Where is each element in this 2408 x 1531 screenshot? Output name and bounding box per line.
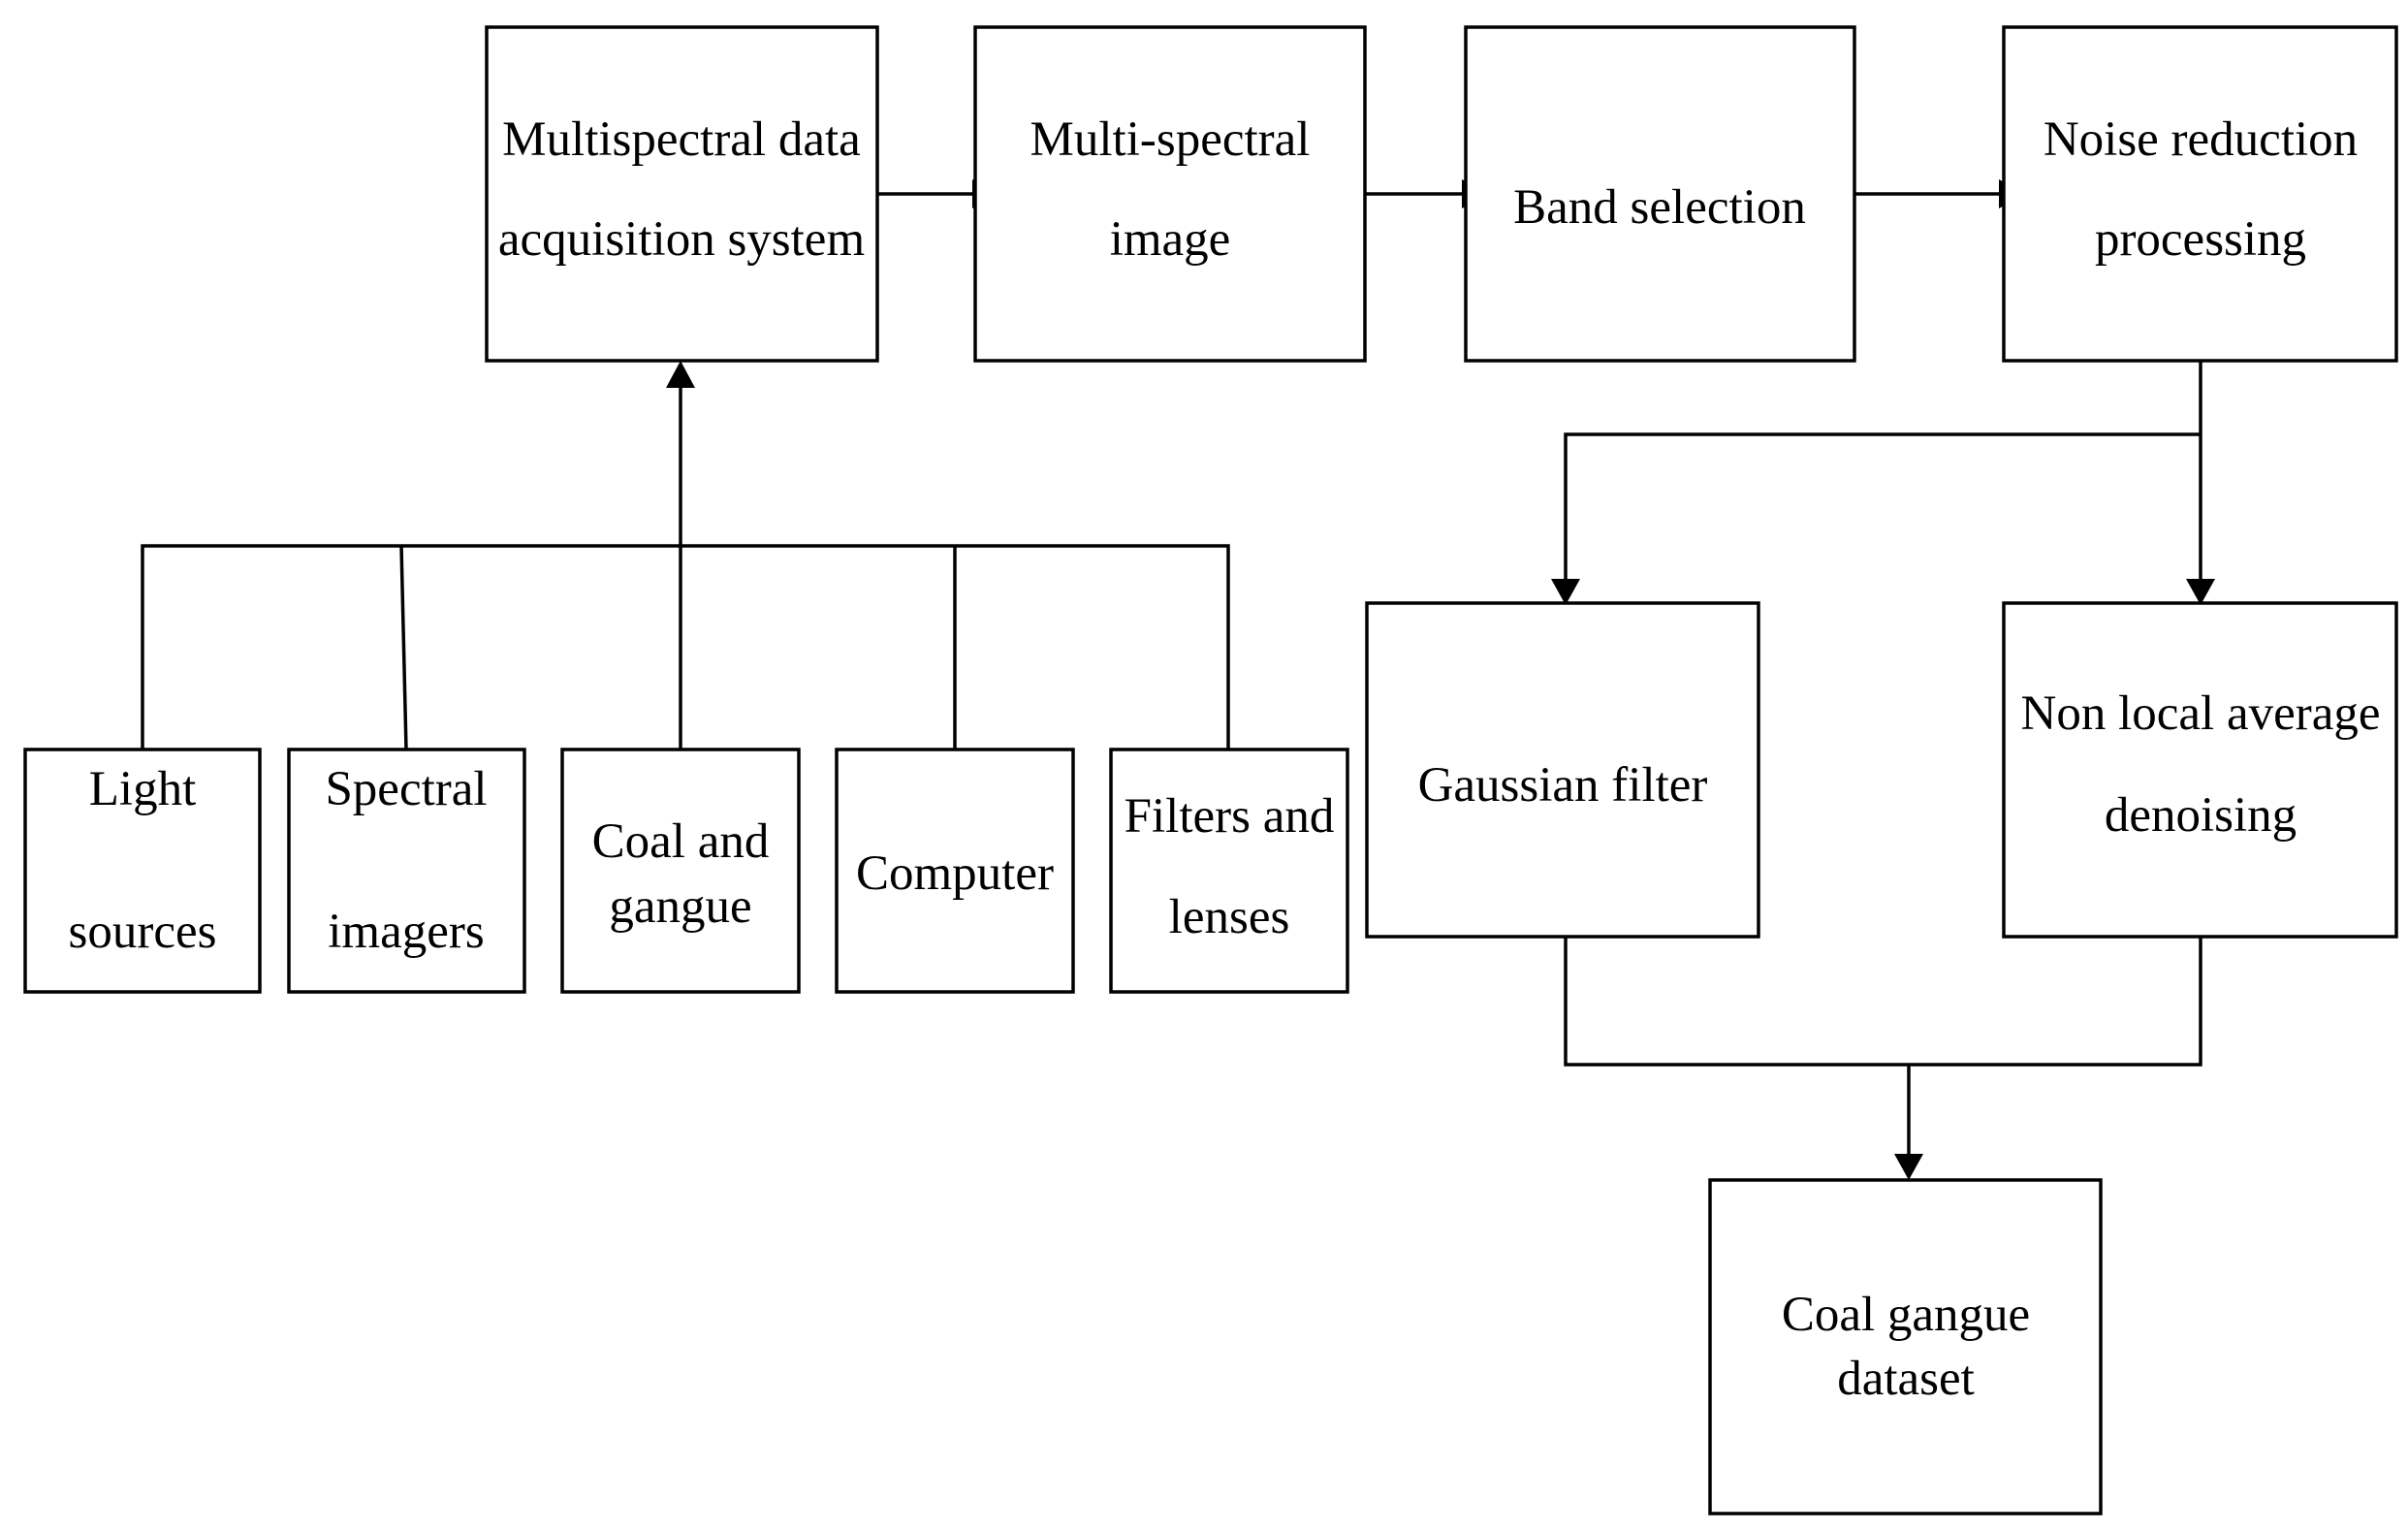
- arrowhead-gauss: [1551, 579, 1580, 605]
- split-bar: [1564, 432, 2201, 579]
- node-computer: Computer: [835, 748, 1075, 994]
- node-band-selection: Band selection: [1464, 25, 1856, 363]
- arrowhead-dataset: [1894, 1154, 1923, 1180]
- node-label: Band selection: [1513, 180, 1806, 235]
- merge-bar: [1564, 937, 2202, 1067]
- arrowhead-nlm: [2186, 579, 2215, 605]
- node-label: Gaussian filter: [1418, 758, 1708, 813]
- arrowhead-acq: [666, 361, 695, 388]
- bus-components: [141, 544, 1230, 750]
- wire-imagers: [399, 545, 408, 750]
- node-label: Computer: [856, 846, 1054, 901]
- node-gaussian-filter: Gaussian filter: [1365, 601, 1760, 939]
